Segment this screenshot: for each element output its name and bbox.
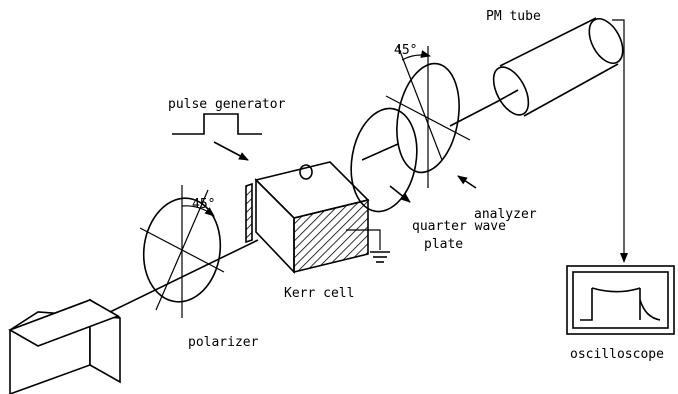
pulse-generator-label: pulse generator [168,97,286,112]
kerr-cell-label: Kerr cell [284,286,354,301]
laser-source-box [8,298,121,394]
polarizer-label: polarizer [188,335,259,350]
quarter-wave-plate [350,107,418,213]
signal-wire [612,19,628,263]
quarter-wave-plate-label-line2: plate [424,237,463,252]
pm-tube [492,17,624,117]
pm-tube-label: PM tube [486,9,541,24]
oscilloscope-label: oscilloscope [570,347,664,362]
quarter-wave-plate-label-line1: quarter wave [412,219,506,234]
light-beam [109,95,509,313]
analyzer-angle-label: 45° [394,43,417,58]
analyzer-label: analyzer [474,207,537,222]
polarizer-angle-label: 45° [192,197,215,212]
oscilloscope [566,265,675,335]
kerr-cell [245,161,370,275]
analyzer-disc [385,45,477,189]
pulse-generator-waveform [172,113,262,161]
ground-symbol [346,229,390,263]
polarizer-disc [139,185,225,318]
